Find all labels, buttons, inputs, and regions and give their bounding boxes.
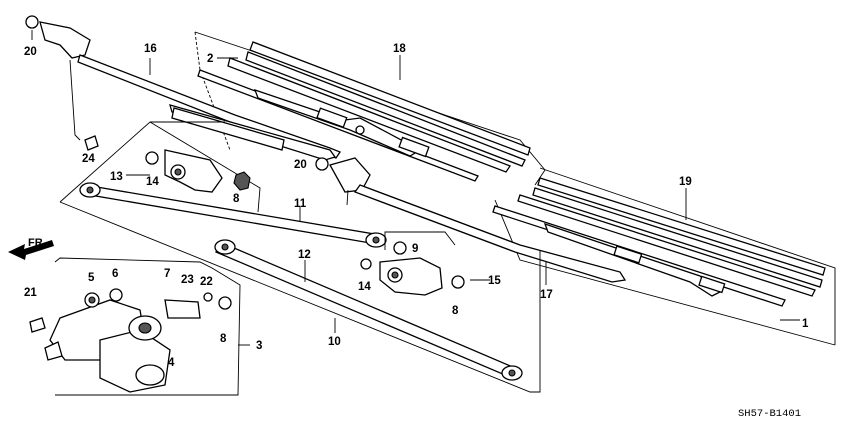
- callout-14-left: 14: [146, 176, 159, 188]
- callout-8-right: 8: [452, 305, 459, 317]
- callout-6: 6: [112, 268, 118, 280]
- callout-1: 1: [802, 318, 809, 330]
- callout-labels: 20 16 2 18 24 13 14 8 20 11 19 9 12 14 1…: [24, 43, 809, 369]
- wiper-blade-driver: [197, 41, 531, 182]
- diagram-code: SH57-B1401: [738, 408, 801, 420]
- callout-21: 21: [24, 287, 37, 299]
- callout-20-top: 20: [24, 46, 37, 58]
- blade-box-lower: [494, 167, 836, 346]
- linkage-rod-11: [79, 182, 387, 248]
- callout-14-right: 14: [358, 281, 371, 293]
- callout-8-left: 8: [233, 193, 240, 205]
- callout-16: 16: [144, 43, 157, 55]
- pivot-assembly-left: [145, 149, 251, 193]
- wiper-arm-passenger: [329, 157, 627, 283]
- front-direction-arrow-icon: [8, 240, 54, 260]
- callout-11: 11: [294, 198, 307, 210]
- callout-12: 12: [298, 249, 311, 261]
- wiper-motor: [29, 257, 241, 396]
- callout-19: 19: [679, 176, 692, 188]
- callout-2: 2: [207, 53, 213, 65]
- nut-20-top: [25, 15, 39, 29]
- callout-20-mid: 20: [294, 159, 307, 171]
- linkage-rod-12: [214, 239, 523, 381]
- callout-9: 9: [412, 243, 418, 255]
- callout-3: 3: [256, 340, 262, 352]
- wiper-arm-driver: [39, 21, 341, 161]
- callout-13: 13: [110, 171, 123, 183]
- callout-4: 4: [168, 357, 175, 369]
- bolt-24: [84, 135, 99, 151]
- pivot-assembly-right: [360, 231, 465, 296]
- callout-22: 22: [200, 276, 213, 288]
- callout-23: 23: [181, 274, 194, 286]
- fasteners: [25, 15, 329, 171]
- callout-10: 10: [328, 336, 341, 348]
- callout-15: 15: [488, 275, 501, 287]
- callout-leaders: [31, 30, 800, 346]
- callout-5: 5: [88, 272, 95, 284]
- callout-17: 17: [540, 289, 553, 301]
- callout-18: 18: [393, 43, 406, 55]
- front-direction-label: FR.: [28, 237, 46, 249]
- linkage-box: [59, 121, 541, 393]
- callout-7: 7: [164, 268, 170, 280]
- callout-8-motor: 8: [220, 333, 227, 345]
- callout-24: 24: [82, 153, 95, 165]
- nut-20-mid: [315, 157, 329, 171]
- wiper-blade-passenger: [492, 177, 826, 307]
